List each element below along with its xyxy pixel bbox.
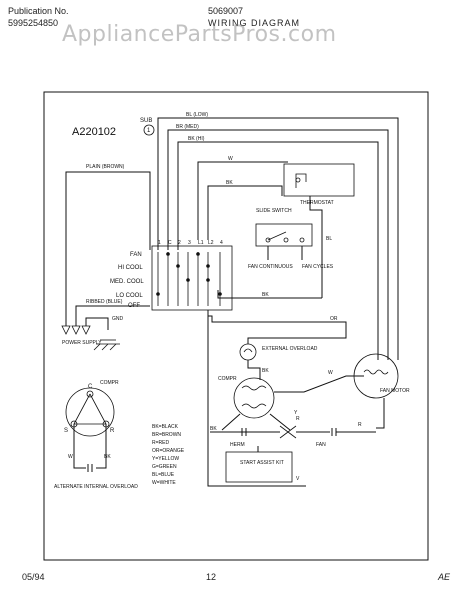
switch-pos-lo-cool: LO COOL bbox=[116, 293, 143, 299]
start-assist-kit bbox=[225, 451, 293, 483]
fan-motor bbox=[353, 353, 399, 399]
plain-brown-label: PLAIN (BROWN) bbox=[86, 164, 125, 170]
sub-number: 1 bbox=[147, 128, 151, 134]
legend-w: W=WHITE bbox=[152, 480, 176, 486]
footer-date: 05/94 bbox=[22, 572, 45, 582]
wire-top-low: BL (LOW) bbox=[186, 112, 208, 118]
wire-bk4-label: BK bbox=[210, 426, 217, 432]
fan-continuous-label: FAN CONTINUOUS bbox=[248, 264, 293, 270]
sub-circle bbox=[143, 124, 155, 136]
switch-terminal-l2: L2 bbox=[208, 240, 214, 246]
selector-switch-box bbox=[151, 245, 233, 311]
switch-terminal-1: 1 bbox=[158, 240, 161, 246]
switch-terminal-2: 2 bbox=[178, 240, 181, 246]
thermostat-box bbox=[283, 163, 355, 197]
fan-motor-label: FAN MOTOR bbox=[380, 388, 410, 394]
wire-w2-label: W bbox=[328, 370, 333, 376]
switch-terminal-3: 3 bbox=[188, 240, 191, 246]
gnd-label: GND bbox=[112, 316, 124, 322]
compressor-alternate bbox=[65, 387, 115, 437]
legend-y: Y=YELLOW bbox=[152, 456, 179, 462]
wire-or-label: OR bbox=[330, 316, 338, 322]
alt-w-label: W bbox=[68, 454, 73, 460]
wire-y-label: Y bbox=[294, 410, 298, 416]
fan-cap-label: FAN bbox=[316, 442, 326, 448]
alt-s-label: S bbox=[64, 428, 68, 434]
sub-label: SUB bbox=[140, 118, 152, 124]
wire-v-label: V bbox=[296, 476, 300, 482]
fan-cycles-label: FAN CYCLES bbox=[302, 264, 334, 270]
alt-r-label: R bbox=[110, 428, 115, 434]
legend-r: R=RED bbox=[152, 440, 169, 446]
legend-bk: BK=BLACK bbox=[152, 424, 179, 430]
publication-label: Publication No. bbox=[8, 6, 69, 16]
diagram-title: WIRING DIAGRAM bbox=[208, 18, 300, 28]
switch-pos-fan: FAN bbox=[130, 252, 142, 258]
wire-r2-label: R bbox=[358, 422, 362, 428]
compr-label: COMPR bbox=[218, 376, 237, 382]
alt-bk-label: BK bbox=[104, 454, 111, 460]
compressor-main bbox=[233, 377, 275, 419]
switch-pos-med-cool: MED. COOL bbox=[110, 279, 144, 285]
start-assist-kit-label: START ASSIST KIT bbox=[240, 460, 284, 466]
switch-pos-hi-cool: HI COOL bbox=[118, 265, 143, 271]
external-overload bbox=[239, 343, 257, 361]
wire-bl-label: BL bbox=[326, 236, 332, 242]
wire-w-label: W bbox=[228, 156, 233, 162]
slide-switch-box bbox=[255, 223, 313, 247]
footer-page: 12 bbox=[206, 572, 217, 582]
model-number: 5069007 bbox=[208, 6, 244, 16]
wire-bk-label: BK bbox=[226, 180, 233, 186]
wire-bk2-label: BK bbox=[262, 292, 269, 298]
power-supply-label: POWER SUPPLY bbox=[62, 340, 102, 346]
wire-top-hi: BK (HI) bbox=[188, 136, 205, 142]
legend-or: OR=ORANGE bbox=[152, 448, 185, 454]
switch-terminal-c: C bbox=[168, 240, 172, 246]
publication-number: 5995254850 bbox=[8, 18, 59, 28]
compr2-label: COMPR bbox=[100, 380, 119, 386]
thermostat-label: THERMOSTAT bbox=[300, 200, 334, 206]
alt-overload-label: ALTERNATE INTERNAL OVERLOAD bbox=[54, 484, 138, 490]
wire-bk3-label: BK bbox=[262, 368, 269, 374]
part-code: A220102 bbox=[72, 126, 116, 138]
legend-br: BR=BROWN bbox=[152, 432, 181, 438]
slide-switch-label: SLIDE SWITCH bbox=[256, 208, 292, 214]
diagram-border bbox=[43, 91, 429, 561]
external-overload-label: EXTERNAL OVERLOAD bbox=[262, 346, 318, 352]
footer-corner: AE bbox=[438, 572, 451, 582]
alt-c-label: C bbox=[88, 384, 93, 390]
wire-r-label: R bbox=[296, 416, 300, 422]
legend-bl: BL=BLUE bbox=[152, 472, 175, 478]
wire-top-med: BR (MED) bbox=[176, 124, 199, 130]
herm-label: HERM bbox=[230, 442, 245, 448]
switch-terminal-l1: L1 bbox=[198, 240, 204, 246]
ribbed-blue-label: RIBBED (BLUE) bbox=[86, 299, 123, 305]
watermark: AppliancePartsPros.com bbox=[62, 22, 337, 47]
legend-g: G=GREEN bbox=[152, 464, 177, 470]
switch-terminal-4: 4 bbox=[220, 240, 223, 246]
